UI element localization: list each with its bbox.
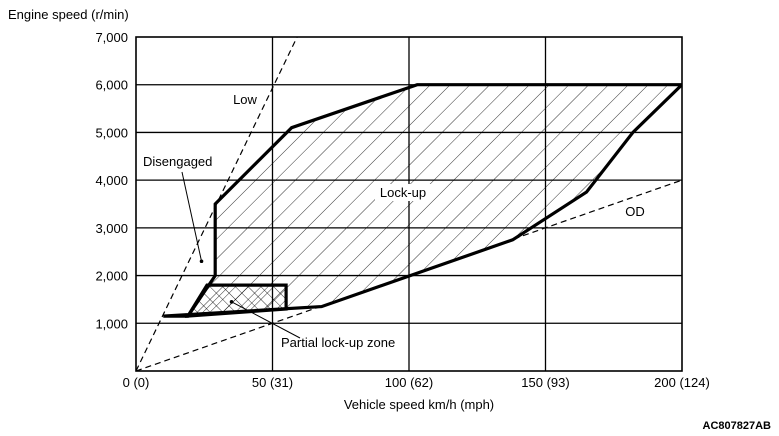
partial-lock-up-zone-annotation: Partial lock-up zone — [281, 335, 395, 350]
x-tick-label-100: 100 (62) — [385, 375, 433, 390]
y-tick-label-6000: 6,000 — [95, 78, 128, 93]
y-tick-label-3000: 3,000 — [95, 221, 128, 236]
plot-frame — [135, 36, 683, 372]
lock-up-label: Lock-up — [380, 185, 426, 200]
x-tick-label-0: 0 (0) — [123, 375, 150, 390]
x-tick-label-200: 200 (124) — [654, 375, 710, 390]
y-tick-label-1000: 1,000 — [95, 316, 128, 331]
od-shift-line — [136, 179, 682, 371]
x-tick-label-50: 50 (31) — [252, 375, 293, 390]
x-axis-label: Vehicle speed km/h (mph) — [344, 397, 494, 412]
disengaged-leader-dot — [199, 259, 204, 264]
low-shift-line — [136, 37, 298, 371]
lock-up-label-background — [375, 184, 431, 201]
disengaged-leader-line — [181, 171, 203, 262]
od-label: OD — [625, 204, 645, 219]
low-label: Low — [233, 92, 257, 107]
y-tick-label-7000: 7,000 — [95, 30, 128, 45]
shift-lines — [136, 37, 682, 371]
y-tick-label-4000: 4,000 — [95, 173, 128, 188]
figure-code: AC807827AB — [703, 420, 772, 432]
partial-lock-up-zone-region — [184, 283, 288, 318]
disengaged-annotation: Disengaged — [143, 154, 212, 169]
tick-labels: 0 (0) 50 (31) 100 (62) 150 (93) 200 (124) 1,0… — [95, 30, 709, 390]
x-tick-label-150: 150 (93) — [521, 375, 569, 390]
y-axis-label: Engine speed (r/min) — [8, 7, 129, 22]
partial-lock-up-zone-leader-line — [231, 301, 301, 339]
y-tick-label-2000: 2,000 — [95, 269, 128, 284]
y-tick-label-5000: 5,000 — [95, 125, 128, 140]
partial-lock-up-zone-leader-dot — [229, 300, 234, 304]
